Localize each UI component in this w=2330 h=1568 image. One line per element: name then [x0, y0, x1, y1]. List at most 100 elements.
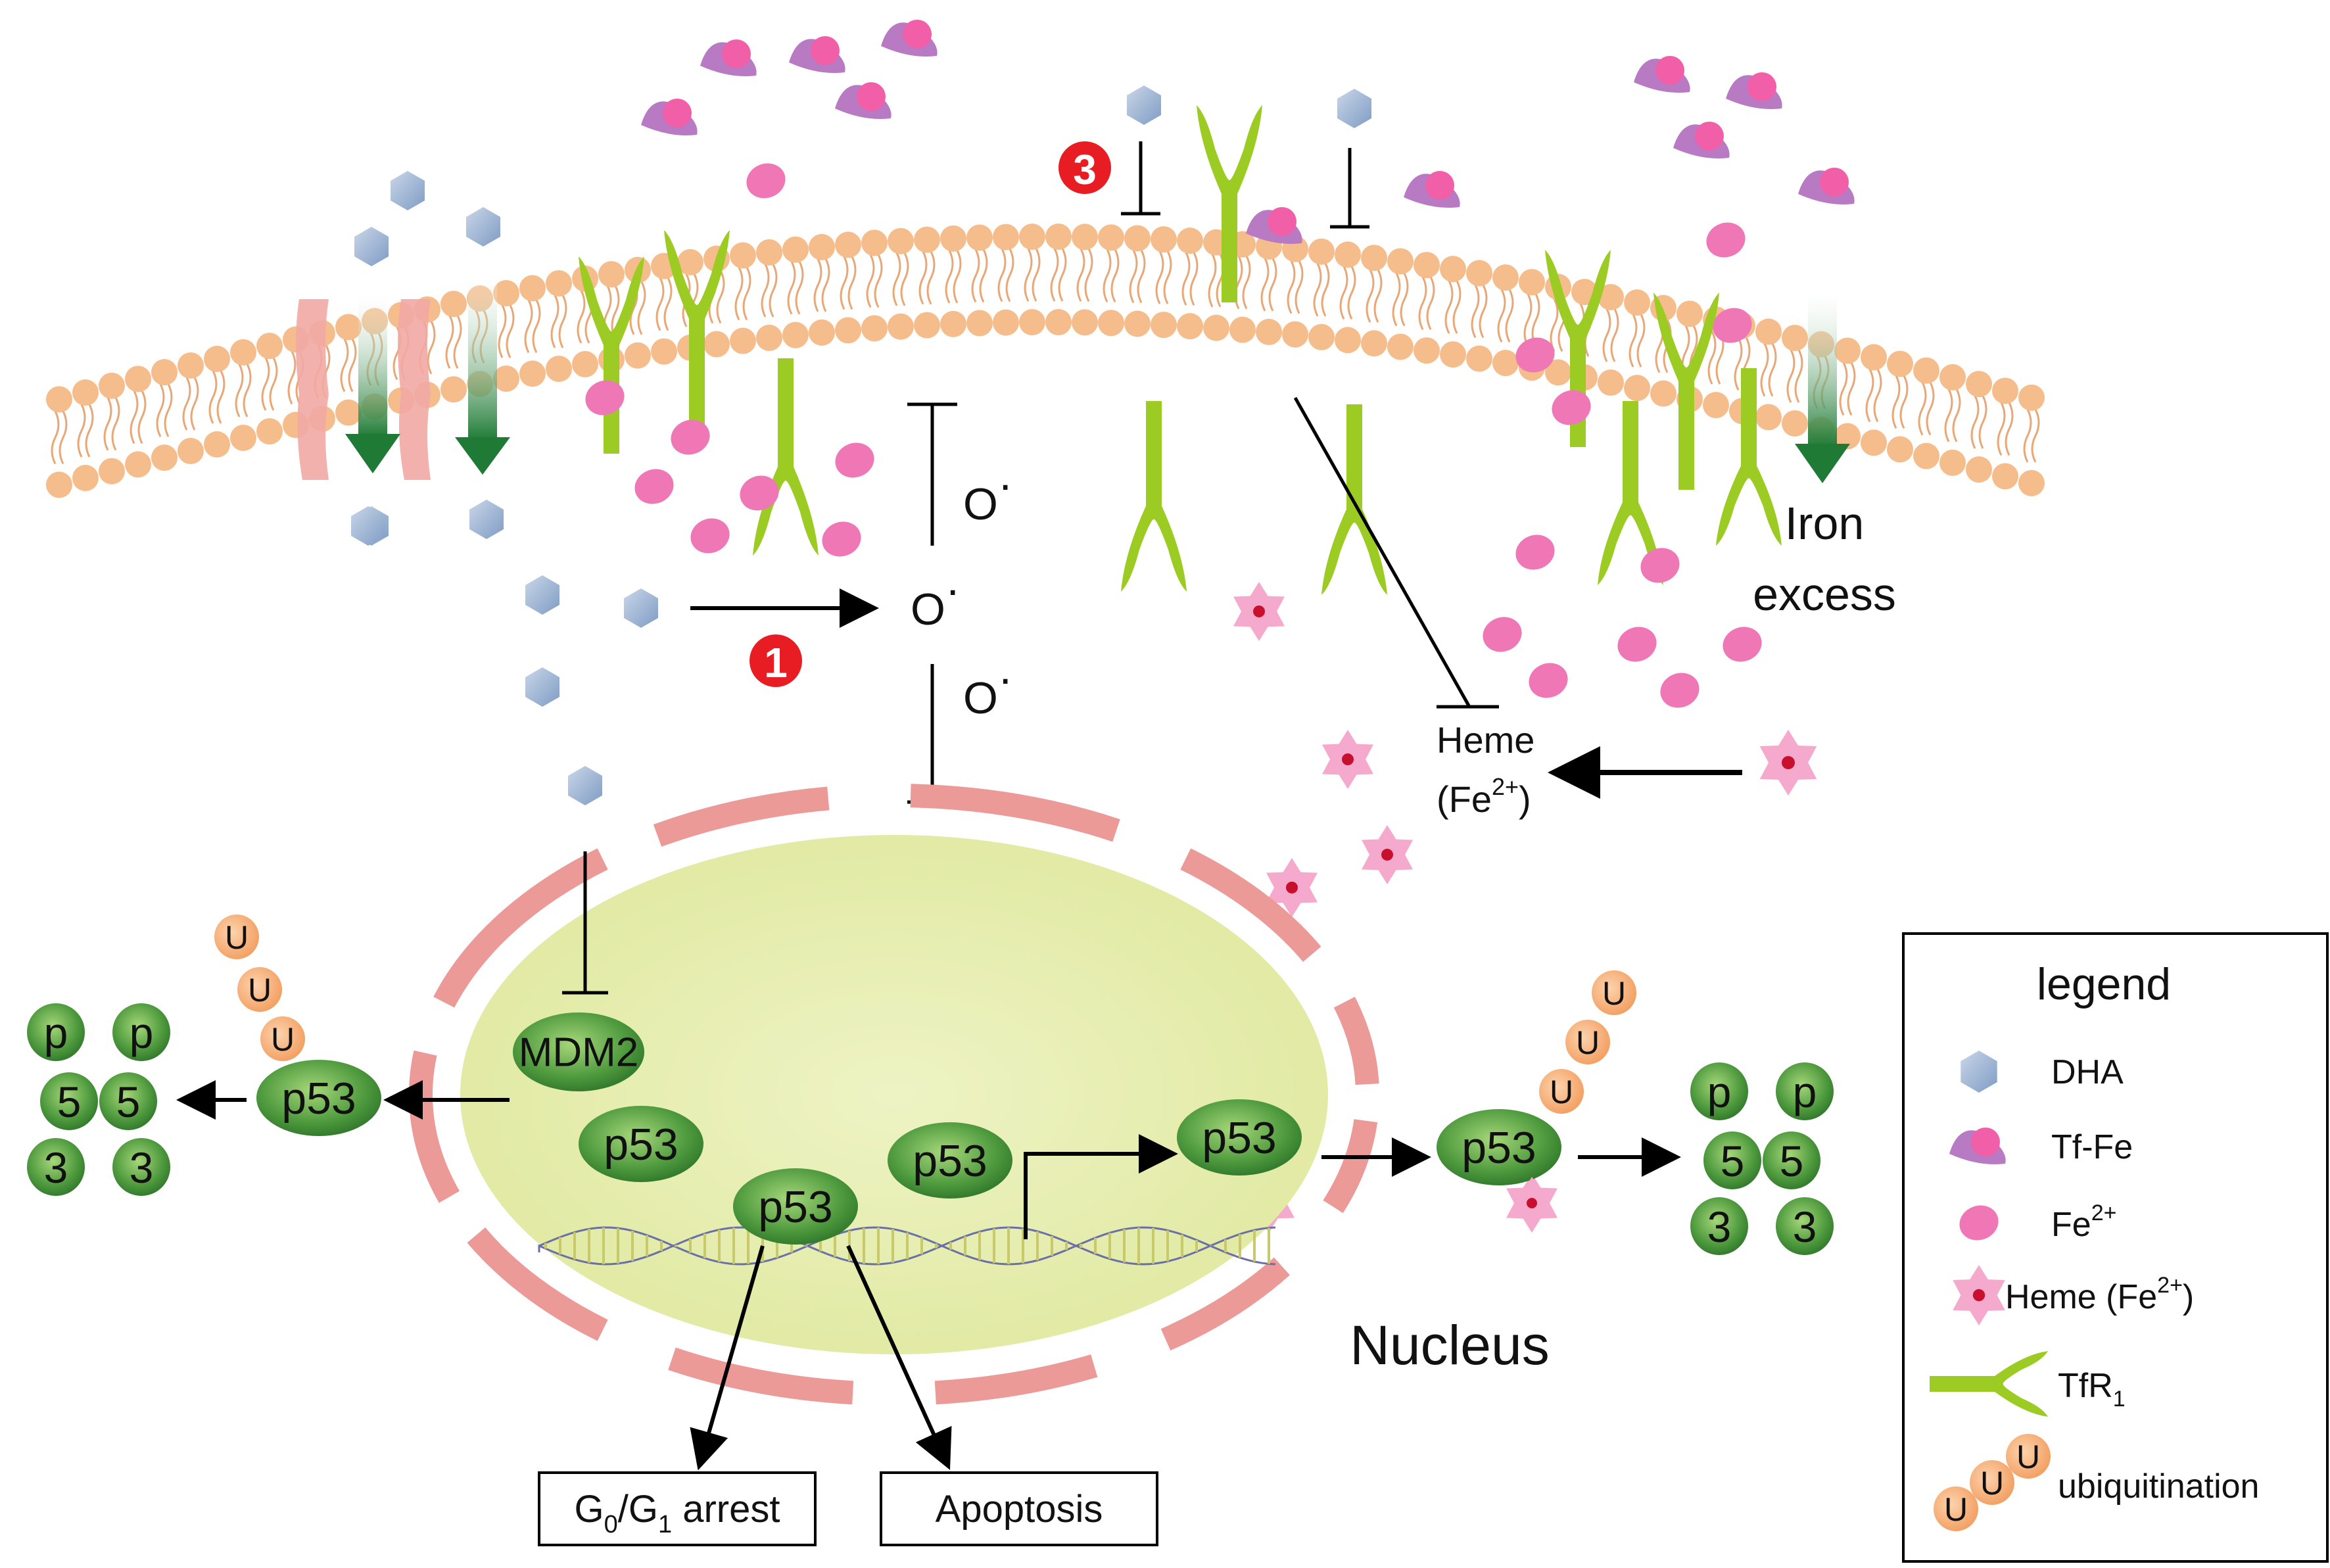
- lipid-head: [1598, 369, 1624, 396]
- fe2-ion: [1529, 663, 1568, 698]
- lipid-head: [1598, 283, 1624, 310]
- dha-molecule: [525, 575, 559, 615]
- svg-text:p53: p53: [1202, 1113, 1276, 1163]
- svg-text:Apoptosis: Apoptosis: [936, 1488, 1103, 1531]
- heme-molecule: [1509, 1177, 1555, 1229]
- tfr1-inhibits-heme: [1293, 396, 1499, 709]
- lipid-head: [1887, 436, 1913, 463]
- lipid-head: [1545, 359, 1571, 386]
- lipid-head: [1124, 225, 1151, 252]
- lipid-head: [625, 342, 651, 369]
- fe2-ion: [1483, 617, 1522, 652]
- tf-fe-complex: [1726, 72, 1782, 109]
- lipid-head: [1256, 318, 1282, 345]
- lipid-head: [335, 314, 362, 341]
- lipid-head: [204, 345, 230, 372]
- nuclear-pore-segment: [668, 1347, 854, 1405]
- dha-influx-arrow: [345, 296, 400, 473]
- dna-strand: [538, 1226, 1276, 1266]
- lipid-head: [256, 333, 283, 360]
- lipid-head: [940, 225, 966, 252]
- lipid-head: [1676, 300, 1703, 327]
- lipid-head: [835, 231, 861, 258]
- nuclear-pore-segment: [467, 1227, 608, 1341]
- tf-fe-complex: [1634, 56, 1690, 93]
- svg-text:U: U: [1550, 1074, 1573, 1110]
- fe2-ion: [1515, 535, 1555, 570]
- legend-fe2: Fe2+: [2051, 1200, 2116, 1244]
- lipid-head: [861, 315, 888, 342]
- lipid-head: [1834, 423, 1861, 450]
- lipid-head: [756, 324, 782, 351]
- lipid-head: [178, 437, 204, 464]
- lipid-head: [1887, 350, 1913, 377]
- dha-molecule: [469, 500, 504, 539]
- p53-protein: p53: [1437, 1109, 1561, 1185]
- lipid-head: [1913, 442, 1939, 469]
- lipid-head: [993, 309, 1019, 336]
- lipid-head: [677, 249, 703, 275]
- fe2-ion: [822, 521, 861, 557]
- dha-molecule: [525, 667, 559, 707]
- lipid-head: [1966, 371, 1992, 398]
- lipid-head: [1492, 350, 1519, 377]
- lipid-head: [178, 352, 204, 379]
- legend-ubiquitination: ubiquitination: [2058, 1467, 2259, 1506]
- ubiquitin: U: [1934, 1486, 1978, 1531]
- tfr1-receptor: [1545, 250, 1611, 447]
- tf-fe-complex: [1949, 1128, 2006, 1164]
- lipid-head: [1045, 309, 1072, 336]
- svg-text:p53: p53: [281, 1074, 356, 1124]
- lipid-head: [782, 236, 809, 263]
- fe2-ion: [1515, 337, 1555, 373]
- lipid-head: [1098, 224, 1124, 251]
- lipid-head: [993, 224, 1019, 250]
- tfr1-receptor: [1716, 368, 1782, 546]
- lipid-head: [1440, 341, 1466, 368]
- nucleus-label: Nucleus: [1350, 1314, 1549, 1376]
- dha-molecule: [391, 171, 425, 210]
- lipid-head: [809, 233, 835, 260]
- nuclear-pore-segment: [1333, 997, 1379, 1085]
- lipid-head: [1939, 364, 1966, 391]
- svg-text:U: U: [2016, 1438, 2040, 1475]
- lipid-head: [46, 471, 72, 498]
- lipid-head: [99, 372, 125, 399]
- lipid-head: [99, 458, 125, 485]
- fe2-ion: [1640, 548, 1680, 583]
- fe2-ion: [1617, 627, 1657, 662]
- tf-fe-complex: [789, 36, 845, 73]
- fe2-ion: [634, 469, 674, 504]
- lipid-head: [230, 424, 256, 451]
- tf-fe-complex: [1798, 168, 1855, 204]
- p53-tetramer-p: p: [112, 1003, 170, 1061]
- svg-text:p: p: [44, 1009, 68, 1057]
- lipid-head: [914, 226, 940, 253]
- lipid-head: [204, 431, 230, 458]
- lipid-head: [125, 366, 151, 392]
- fe2-ion: [746, 163, 786, 199]
- tfr1-receptor: [1653, 293, 1719, 490]
- nuclear-pore-segment: [1323, 1118, 1378, 1214]
- p53-protein: p53: [579, 1106, 703, 1182]
- lipid-head: [1466, 345, 1492, 372]
- dha-molecule: [624, 588, 658, 628]
- iron-excess-label: Iron: [1785, 498, 1865, 549]
- lipid-head: [1335, 327, 1361, 354]
- lipid-head: [1782, 325, 1808, 352]
- heme-label: Heme: [1437, 719, 1534, 761]
- p53-protein: p53: [888, 1122, 1012, 1199]
- legend-tfr1: TfR1: [2058, 1367, 2126, 1412]
- svg-text:p: p: [1707, 1068, 1732, 1116]
- lipid-head: [125, 451, 151, 478]
- legend-tfr1-icon: [1930, 1351, 2048, 1417]
- lipid-head: [1492, 264, 1519, 291]
- nuclear-pore-segment: [1180, 848, 1321, 962]
- lipid-head: [1019, 309, 1045, 336]
- p53-tetramer-5: 5: [1763, 1131, 1820, 1189]
- lipid-head: [940, 310, 966, 337]
- svg-text:U: U: [225, 919, 249, 956]
- heme-molecule: [1759, 730, 1817, 796]
